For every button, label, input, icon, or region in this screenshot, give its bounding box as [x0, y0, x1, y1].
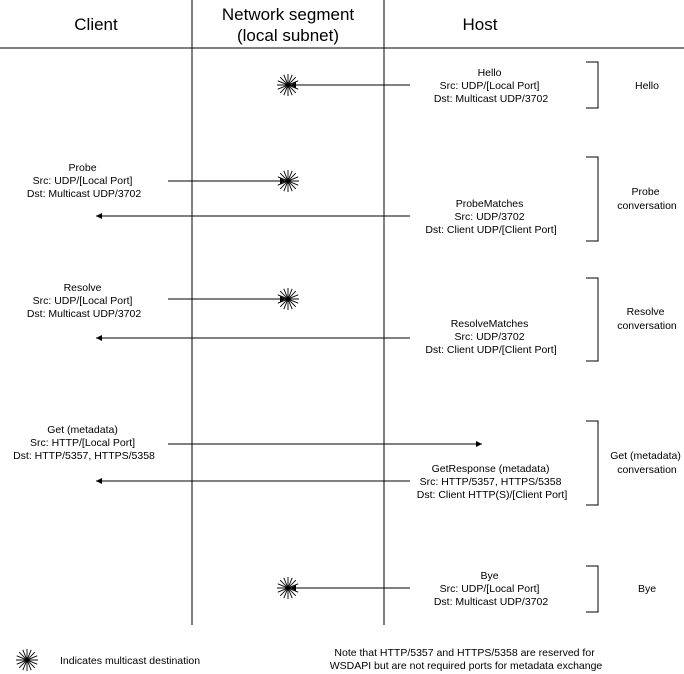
header-client: Client: [74, 15, 118, 34]
group-hello: Hello: [635, 80, 659, 92]
footnote: Note that HTTP/5357 and HTTPS/5358 are r…: [330, 647, 603, 672]
multicast-starburst-icon: [276, 287, 300, 311]
multicast-starburst-icon: [276, 576, 300, 600]
multicast-starburst-icon: [276, 169, 300, 193]
bracket-probe: [586, 156, 599, 242]
multicast-starburst-icon: [276, 73, 300, 97]
message-resolve: Resolve Src: UDP/[Local Port] Dst: Multi…: [27, 282, 142, 320]
legend-multicast-label: Indicates multicast destination: [60, 655, 200, 667]
header-network-line1: Network segment: [222, 5, 355, 24]
message-get: Get (metadata) Src: HTTP/[Local Port] Ds…: [13, 424, 155, 462]
legend-multicast-icon: [15, 648, 39, 672]
message-resolve-matches: ResolveMatches Src: UDP/3702 Dst: Client…: [425, 318, 556, 356]
message-bye: Bye Src: UDP/[Local Port] Dst: Multicast…: [434, 570, 549, 608]
message-probe: Probe Src: UDP/[Local Port] Dst: Multica…: [27, 162, 142, 200]
bracket-resolve: [586, 277, 599, 362]
header-host: Host: [463, 15, 498, 34]
bracket-get: [586, 420, 599, 506]
message-probe-matches: ProbeMatches Src: UDP/3702 Dst: Client U…: [425, 198, 556, 236]
bracket-hello: [586, 61, 599, 109]
group-resolve: Resolve conversation: [617, 306, 677, 332]
header-network-line2: (local subnet): [237, 26, 339, 45]
group-bye: Bye: [638, 583, 656, 595]
group-probe: Probe conversation: [617, 186, 677, 212]
group-get: Get (metadata) conversation: [610, 450, 684, 476]
bracket-bye: [586, 565, 599, 613]
message-get-response: GetResponse (metadata) Src: HTTP/5357, H…: [417, 463, 568, 501]
message-hello: Hello Src: UDP/[Local Port] Dst: Multica…: [434, 67, 549, 105]
